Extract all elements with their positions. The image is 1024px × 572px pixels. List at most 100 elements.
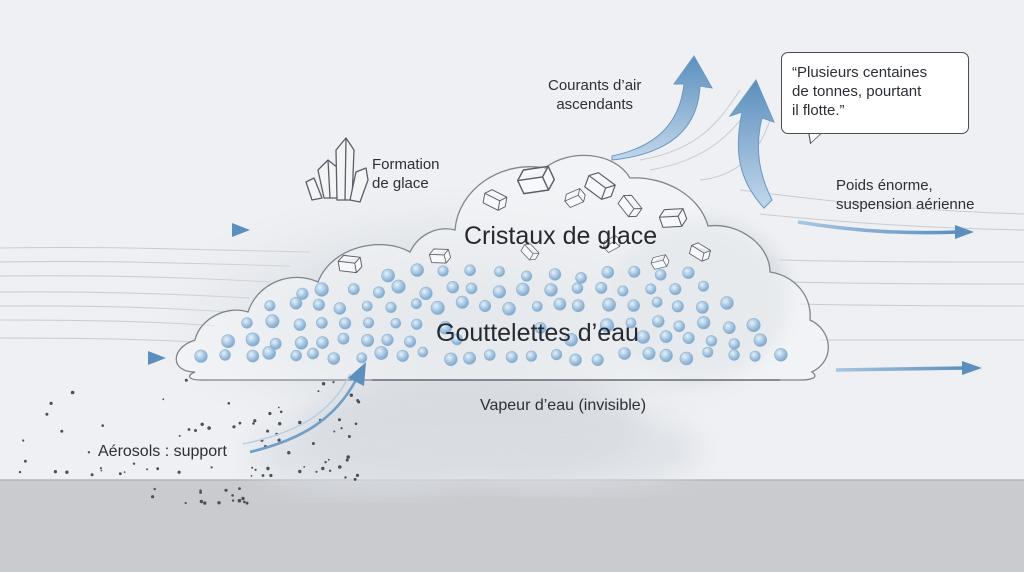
water-droplet-icon [446,281,459,294]
water-droplet-icon [548,268,562,281]
updrafts-label-line2: ascendants [556,96,634,113]
water-droplet-icon [728,338,740,350]
water-droplet-icon [682,266,695,279]
aerosol-particle-icon [328,469,332,472]
aerosol-particle-icon [338,465,342,469]
aerosol-particle-icon [340,427,343,430]
water-droplet-icon [381,333,394,347]
water-droplet-icon [385,301,397,314]
aerosol-particle-icon [332,381,335,384]
water-droplet-icon [307,347,319,360]
water-droplet-icon [642,346,656,360]
water-droplet-icon [262,346,276,360]
aerosol-particle-icon [210,466,213,469]
water-droplet-icon [296,287,309,300]
water-droplet-icon [410,298,422,310]
aerosols-label: Aérosols : support [98,443,227,460]
aerosol-particle-icon [99,467,102,470]
aerosol-particle-icon [199,499,204,504]
ice-crystal-icon [429,248,451,264]
aerosol-particle-icon [178,434,181,437]
water-droplet-icon [550,349,563,361]
aerosol-particle-icon [324,461,327,464]
aerosol-particle-icon [346,455,351,459]
water-droplet-icon [595,281,608,294]
water-droplet-icon [455,295,469,309]
ice-crystal-icon [650,254,670,270]
water-droplet-icon [651,296,663,308]
water-droplet-icon [654,268,667,281]
aerosol-particle-icon [22,439,25,442]
crystal-cluster-icon [305,137,369,203]
water-droplet-icon [381,268,395,283]
water-droplet-icon [753,333,767,347]
aerosol-particle-icon [266,466,270,471]
ice-crystal-icon [689,242,711,262]
aerosol-particle-icon [338,418,341,422]
aerosol-particle-icon [333,430,336,433]
weight-label: Poids énorme, suspension aérienne [836,176,974,214]
aerosol-particle-icon [303,466,306,468]
water-droplet-icon [659,330,673,343]
water-droplet-icon [356,352,368,364]
ice-crystal-icon [564,188,586,208]
weight-label-line1: Poids énorme, [836,177,933,194]
water-droplet-icon [444,352,458,366]
ice-formation-label: Formation de glace [372,155,440,193]
aerosol-particle-icon [349,393,353,397]
water-droplet-icon [451,333,463,346]
water-droplet-icon [525,350,538,362]
aerosol-particle-icon [123,471,126,473]
water-droplet-icon [361,333,375,347]
aerosol-particle-icon [298,420,302,425]
water-droplet-icon [245,332,260,347]
aerosol-particle-icon [298,469,302,474]
water-droplet-icon [516,282,530,297]
water-droplet-icon [391,279,406,294]
aerosol-particle-icon [232,425,236,429]
arrow-icon-aerosol-updraft [242,362,366,454]
aerosol-particle-icon [241,496,245,501]
water-droplet-icon [419,286,433,301]
airflow-lines [0,89,1024,343]
aerosol-particle-icon [268,411,272,416]
ice-crystal-icon [658,208,688,228]
water-droplet-icon [264,300,276,312]
water-droplet-icon [571,282,584,294]
aerosol-particle-icon [261,474,265,477]
water-droplet-icon [372,286,385,299]
water-droplet-icon [575,272,587,284]
aerosol-particle-icon [252,422,255,425]
aerosol-particle-icon [277,406,280,409]
aerosol-particle-icon [345,458,349,462]
aerosol-particle-icon [353,477,357,481]
water-droplet-icon [682,331,695,344]
aerosol-particle-icon [156,467,160,471]
arrow-icon-updraft-left [611,55,713,161]
water-droplet-icon [697,316,711,330]
updrafts-label-line1: Courants d’air [548,77,642,94]
water-droplet-icon [294,336,309,350]
aerosol-particle-icon [199,491,203,494]
water-droplet-icon [618,347,631,360]
water-droplet-icon [463,351,476,365]
aerosol-particle-icon [327,458,330,461]
water-droplet-icon [534,321,547,334]
quote-speech-bubble: “Plusieurs centaines de tonnes, pourtant… [781,52,969,134]
water-droplet-icon [265,314,280,329]
water-droplet-icon [404,335,417,348]
water-droplet-icon [410,263,424,277]
water-droplet-icon [316,336,329,349]
ice-formation-label-line2: de glace [372,175,429,192]
quote-line3: il flotte.” [792,102,845,119]
droplets-label: Gouttelettes d’eau [436,319,639,347]
water-droplet-icon [269,337,282,350]
vapor-label: Vapeur d’eau (invisible) [480,397,647,414]
aerosol-particle-icon [237,498,242,503]
aerosol-particle-icon [250,475,253,477]
aerosol-particle-icon [203,501,207,505]
ice-crystal-icon [337,254,363,274]
water-droplet-icon [553,297,567,311]
water-droplet-icon [316,317,328,329]
aerosol-particle-icon [224,488,228,492]
